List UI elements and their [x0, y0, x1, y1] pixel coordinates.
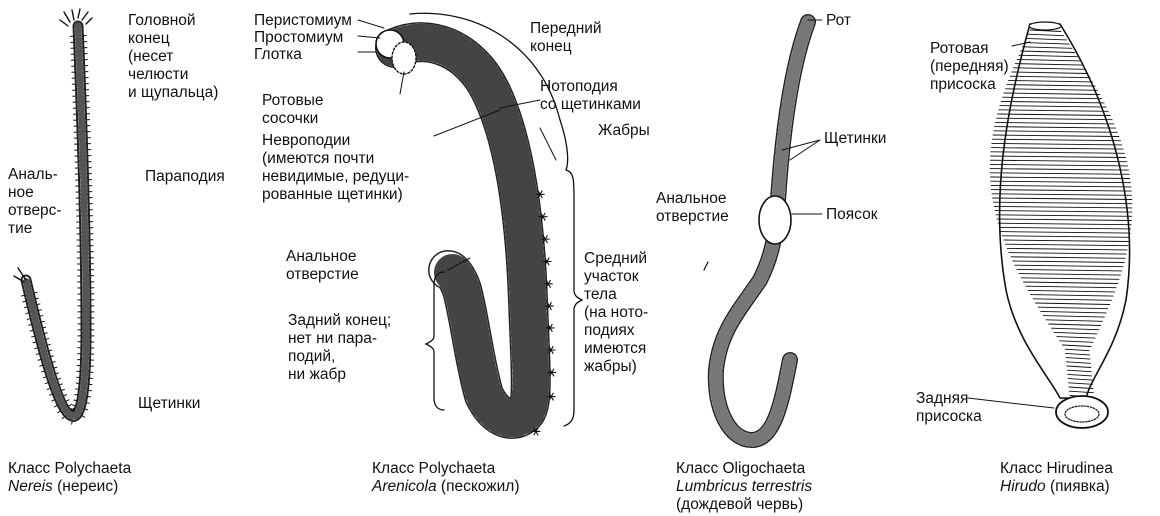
lumbricus-caption: Класс Oligochaeta Lumbricus terrestris (… [676, 460, 812, 514]
lumbricus-mouth-label: Рот [826, 12, 851, 30]
nereis-caption: Класс Polychaeta Nereis (нереис) [8, 460, 131, 496]
nereis-setae-label: Щетинки [138, 395, 200, 413]
lumbricus-setae-label: Щетинки [824, 130, 886, 148]
arenicola-prostomium-label: Простомиум [254, 29, 343, 47]
arenicola-worm [358, 13, 582, 435]
arenicola-posterior-label: Задний конец;нет ни пара- подий,ни жабр [288, 312, 391, 384]
arenicola-gills-label: Жабры [598, 122, 650, 140]
lumbricus-clitellum-label: Поясок [826, 206, 877, 224]
arenicola-caption: Класс Polychaeta Arenicola (пескожил) [372, 460, 520, 496]
nereis-anus-label: Аналь-ное отверс-тие [8, 166, 62, 238]
arenicola-neuropodia-label: Невроподии(имеются почти невидимые, реду… [262, 132, 409, 204]
hirudo-caption: Класс Hirudinea Hirudo (пиявка) [1000, 460, 1113, 496]
arenicola-peristomium-label: Перистомиум [254, 12, 352, 30]
nereis-parapodia-label: Параподия [145, 168, 225, 186]
arenicola-pharynx-label: Глотка [254, 46, 302, 64]
lumbricus-worm [704, 20, 822, 440]
hirudo-oral-sucker-label: Ротовая(передняя) присоска [930, 40, 1009, 94]
